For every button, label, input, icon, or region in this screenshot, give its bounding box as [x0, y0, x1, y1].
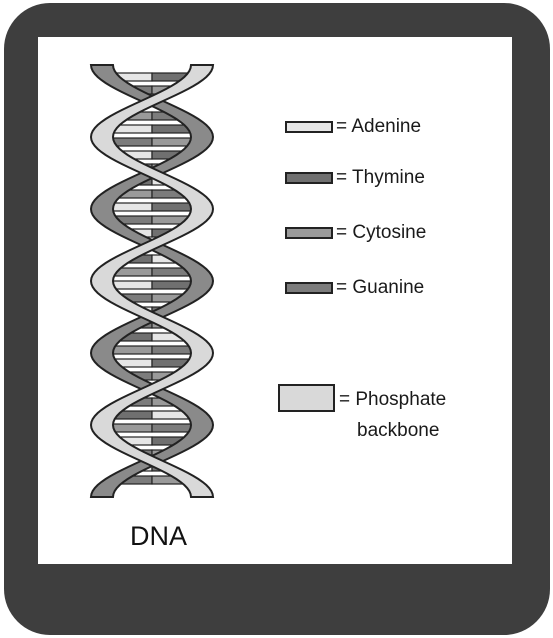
guanine-swatch — [285, 282, 333, 294]
legend-adenine-label: = Adenine — [336, 116, 421, 138]
legend-thymine-label: = Thymine — [336, 167, 425, 189]
diagram-panel: = Adenine = Thymine = Cytosine = Guanine… — [38, 37, 512, 564]
thymine-swatch — [285, 172, 333, 184]
legend-cytosine-label: = Cytosine — [336, 222, 426, 244]
base-pair-rungs — [102, 73, 202, 484]
cytosine-swatch — [285, 227, 333, 239]
dna-caption: DNA — [130, 521, 187, 552]
legend-backbone-label-line2: backbone — [357, 420, 439, 442]
legend-backbone-label-line1: = Phosphate — [339, 389, 446, 411]
phosphate-backbone-swatch — [278, 384, 335, 412]
adenine-swatch — [285, 121, 333, 133]
dna-helix-graphic — [38, 37, 512, 564]
legend-guanine-label: = Guanine — [336, 277, 424, 299]
